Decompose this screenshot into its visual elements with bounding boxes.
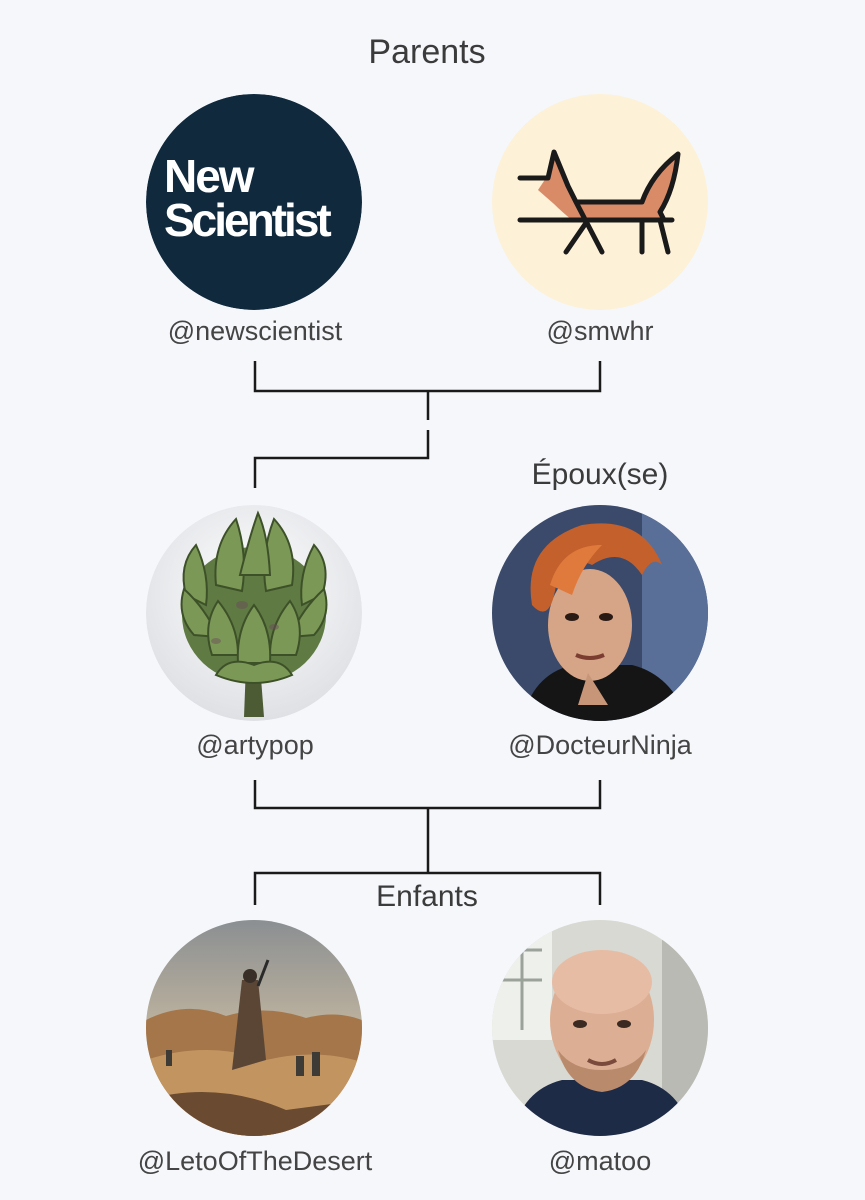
handle-letoofthedesert[interactable]: @LetoOfTheDesert bbox=[137, 1146, 373, 1176]
new-scientist-logo-line2: Scientist bbox=[164, 194, 331, 246]
artichoke-image-icon bbox=[146, 505, 362, 721]
handle-docteurninja[interactable]: @DocteurNinja bbox=[508, 730, 692, 760]
avatar-newscientist[interactable]: New Scientist bbox=[146, 94, 362, 310]
children-bracket bbox=[253, 871, 602, 905]
fox-logo-icon bbox=[492, 94, 708, 310]
parents-bracket bbox=[253, 361, 602, 393]
new-scientist-logo-icon: New Scientist bbox=[146, 94, 362, 310]
avatar-letoofthedesert[interactable] bbox=[146, 920, 362, 1136]
parents-to-child-link bbox=[253, 391, 430, 488]
avatar-artypop[interactable] bbox=[146, 505, 362, 721]
children-heading: Enfants bbox=[376, 880, 478, 913]
parents-heading: Parents bbox=[368, 33, 486, 71]
avatar-smwhr[interactable] bbox=[492, 94, 708, 310]
avatar-matoo[interactable] bbox=[492, 920, 708, 1136]
couple-bracket bbox=[253, 780, 602, 810]
handle-smwhr[interactable]: @smwhr bbox=[546, 316, 654, 346]
new-scientist-logo-line1: New bbox=[164, 150, 255, 202]
portrait-bald-man-icon bbox=[492, 920, 708, 1136]
spouse-heading: Époux(se) bbox=[531, 458, 669, 491]
desert-painting-icon bbox=[146, 920, 362, 1136]
portrait-red-hair-icon bbox=[492, 505, 708, 721]
handle-newscientist[interactable]: @newscientist bbox=[167, 316, 343, 346]
avatar-docteurninja[interactable] bbox=[492, 505, 708, 721]
handle-matoo[interactable]: @matoo bbox=[548, 1146, 652, 1176]
handle-artypop[interactable]: @artypop bbox=[196, 730, 314, 760]
